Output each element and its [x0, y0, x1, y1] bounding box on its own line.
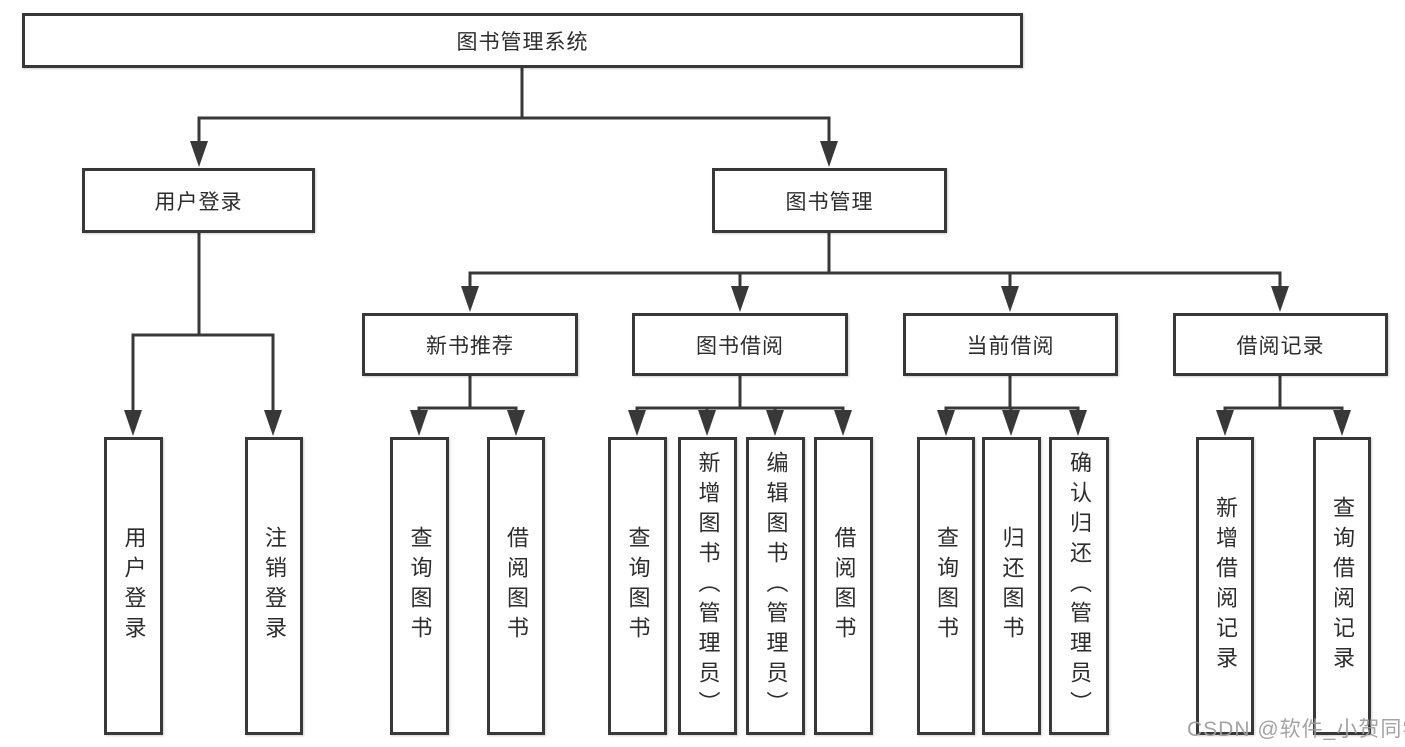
node-borrowing-records: 借阅记录 — [1173, 313, 1388, 376]
arrowhead — [1069, 410, 1087, 436]
arrowhead — [461, 286, 479, 312]
connector-user-login-to-leaves — [131, 231, 275, 414]
arrowhead — [507, 410, 525, 436]
arrowhead — [820, 141, 838, 167]
arrowhead — [1001, 286, 1019, 312]
node-user-login: 用户登录 — [82, 168, 315, 233]
node-root-system: 图书管理系统 — [22, 13, 1023, 68]
arrowhead — [834, 410, 852, 436]
connector-book-borrow-to-leaves — [635, 374, 845, 415]
arrowhead — [698, 410, 716, 436]
leaf-user-login: 用户登录 — [104, 437, 163, 735]
connector-current-borrow-to-leaves — [944, 374, 1080, 415]
connector-new-book-rec-to-leaves — [417, 374, 518, 415]
leaf-cb-confirm-return-admin: 确认归还（管理员） — [1049, 437, 1109, 735]
arrowhead — [1216, 410, 1234, 436]
leaf-bb-edit-book-admin: 编辑图书（管理员） — [746, 437, 805, 735]
connector-book-mgmt-to-level3 — [468, 231, 1282, 291]
leaf-cb-query-books: 查询图书 — [917, 437, 975, 735]
arrowhead — [1333, 410, 1351, 436]
node-book-management: 图书管理 — [712, 168, 947, 233]
leaf-br-query-borrow-record: 查询借阅记录 — [1313, 437, 1371, 735]
arrowhead — [937, 410, 955, 436]
node-new-book-recommendation: 新书推荐 — [362, 313, 578, 376]
leaf-nbr-query-books: 查询图书 — [390, 437, 449, 735]
node-book-borrowing: 图书借阅 — [632, 313, 848, 376]
arrowhead — [731, 286, 749, 312]
arrowhead — [628, 410, 646, 436]
leaf-logout: 注销登录 — [245, 437, 303, 735]
arrowhead — [410, 410, 428, 436]
leaf-br-add-borrow-record: 新增借阅记录 — [1196, 437, 1254, 735]
leaf-bb-borrow-books: 借阅图书 — [814, 437, 873, 735]
arrowhead — [264, 410, 282, 436]
arrowhead — [766, 410, 784, 436]
arrowhead — [190, 141, 208, 167]
arrowhead — [1002, 410, 1020, 436]
arrowhead — [124, 410, 142, 436]
csdn-watermark: CSDN @软件_小贺同学 — [1187, 718, 1405, 741]
leaf-cb-return-books: 归还图书 — [982, 437, 1041, 735]
connector-borrow-records-to-leaves — [1223, 374, 1344, 415]
arrowhead — [1271, 286, 1289, 312]
leaf-nbr-borrow-books: 借阅图书 — [487, 437, 545, 735]
leaf-bb-query-books: 查询图书 — [608, 437, 667, 735]
leaf-bb-add-book-admin: 新增图书（管理员） — [678, 437, 737, 735]
connector-root-to-level2 — [197, 66, 831, 146]
node-current-borrowing: 当前借阅 — [903, 313, 1118, 376]
